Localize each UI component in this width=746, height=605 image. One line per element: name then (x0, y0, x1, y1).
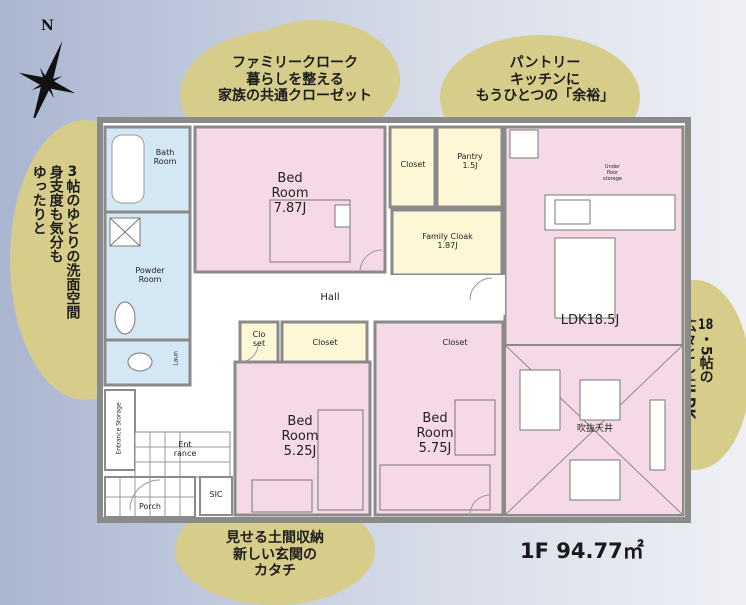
toilet-room (103, 338, 192, 387)
callout-entrance: 見せる土間収納 新しい玄関の カタチ (226, 530, 324, 580)
family-cloak-area (390, 208, 504, 277)
hall-area (195, 275, 505, 315)
compass-north-label: N (41, 18, 54, 34)
fukinuke-label: 吹抜天井 (576, 424, 613, 434)
family-cloak-label: Family Cloak 1.87J (422, 232, 473, 251)
ldk-label: LDK18.5J (560, 313, 620, 328)
pantry-area (435, 125, 504, 209)
closet-1-label: Closet (400, 160, 426, 169)
bedroom-3-label: Bed Room 5.75J (416, 411, 454, 456)
bath-room-label: Bath Room (153, 148, 177, 167)
entrance-storage-label: Entrance Storage (115, 402, 123, 455)
bedroom-2-label: Bed Room 5.25J (281, 414, 319, 459)
sic-label: SIC (209, 490, 223, 499)
powder-room-label: Powder Room (135, 266, 165, 285)
closet-1-area (388, 125, 437, 209)
compass-rose-icon: N (18, 18, 76, 118)
callout-pantry: パントリー キッチンに もうひとつの「余裕」 (475, 55, 615, 105)
entrance-storage-area (104, 389, 136, 471)
closet-3-label: Closet (442, 338, 468, 347)
closet-2-label: Closet (312, 338, 338, 347)
entrance-label: Ent rance (173, 440, 197, 459)
sic-area (199, 476, 233, 516)
total-floor-area: 1F 94.77㎡ (520, 539, 644, 563)
closet-2-area (280, 320, 369, 364)
hall-label: Hall (320, 292, 340, 303)
under-floor-label: Under floor storage (603, 164, 622, 182)
bedroom-1-label: Bed Room 7.87J (271, 171, 309, 216)
callout-washroom: 3帖のゆとりの洗面空間 身支度も気分も ゆったりと (30, 165, 81, 319)
callout-family-cloak: ファミリークローク 暮らしを整える 家族の共通クローゼット (218, 55, 372, 105)
clo-set-label: Clo set (252, 330, 266, 349)
pantry-label: Pantry 1.5J (457, 152, 483, 171)
laundry-label: Laun (172, 351, 180, 366)
porch-label: Porch (138, 502, 161, 511)
